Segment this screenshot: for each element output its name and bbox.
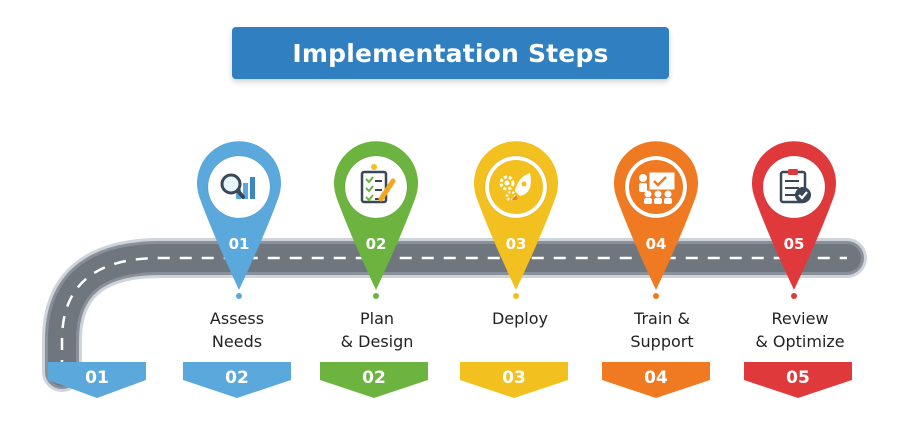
step-1-tag: 02 [183,362,291,398]
step-4-tag-number: 04 [644,368,668,388]
step-3-pin-number: 03 [506,235,527,253]
pin-dot [513,293,519,299]
step-label-line: Deploy [491,309,549,328]
step-2-tag: 02 [320,362,428,398]
step-label-line: & Design [340,332,414,351]
step-label-line: Support [630,332,694,351]
step-label-plan: Plan & Design [312,307,442,353]
step-label-line: Train & [634,309,690,328]
step-4-pin: 04 [613,141,698,299]
pin-dot [236,293,242,299]
step-label-review: Review & Optimize [735,307,865,353]
step-5-pin-number: 05 [784,235,805,253]
step-label-line: Plan [359,309,395,328]
pin-dot [791,293,797,299]
checklist-pencil-icon [360,164,396,204]
step-2-pin: 02 [334,141,418,299]
step-2-tag-number: 02 [362,368,386,388]
step-label-line: Needs [211,332,263,351]
step-label-line: Review [771,309,829,328]
step-5-tag: 05 [744,362,852,398]
start-tag-number: 01 [85,368,109,388]
step-label-deploy: Deploy [455,307,585,330]
presentation-team-icon [629,160,683,214]
road [42,238,867,392]
clipboard-check-icon [779,169,811,204]
start-tag: 01 [48,362,146,398]
step-label-line: Assess [209,309,265,328]
step-3-tag: 03 [460,362,568,398]
pin-dot [373,293,379,299]
step-1-tag-number: 02 [225,368,249,388]
magnifier-chart-icon [220,173,255,199]
step-2-pin-number: 02 [366,235,387,253]
page-title: Implementation Steps [232,27,669,79]
step-4-pin-number: 04 [646,235,667,253]
step-5-tag-number: 05 [786,368,810,388]
step-label-line: & Optimize [755,332,845,351]
step-4-tag: 04 [602,362,710,398]
step-3-tag-number: 03 [502,368,526,388]
step-label-assess: Assess Needs [172,307,302,353]
rocket-gears-icon [489,160,543,214]
step-1-pin-number: 01 [229,235,250,253]
step-1-pin: 01 [197,141,281,299]
step-3-pin: 03 [474,141,558,299]
pin-dot [653,293,659,299]
step-5-pin: 05 [752,141,836,299]
step-label-train: Train & Support [597,307,727,353]
